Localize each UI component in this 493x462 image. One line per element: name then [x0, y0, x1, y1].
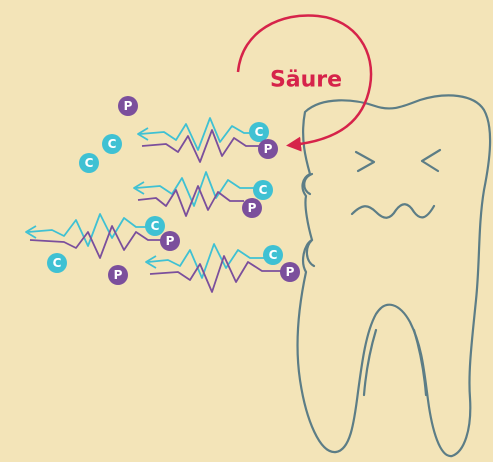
- ion-phosphate: P: [258, 139, 278, 159]
- ion-calcium: C: [47, 253, 67, 273]
- tooth: [298, 95, 491, 456]
- stream-1-phosphate-line: [142, 130, 262, 162]
- svg-text:C: C: [151, 219, 160, 233]
- svg-text:P: P: [166, 234, 175, 248]
- ion-calcium: C: [263, 245, 283, 265]
- ion-phosphate: P: [160, 231, 180, 251]
- ion-phosphate: P: [280, 262, 300, 282]
- svg-text:C: C: [108, 137, 117, 151]
- tooth-erosion-bump-2: [307, 240, 314, 266]
- svg-text:P: P: [114, 268, 123, 282]
- svg-text:C: C: [53, 256, 62, 270]
- svg-text:P: P: [286, 265, 295, 279]
- svg-text:P: P: [248, 201, 257, 215]
- tooth-inner-root-right: [414, 330, 426, 395]
- tooth-wavy-mouth: [352, 204, 434, 218]
- svg-text:C: C: [259, 183, 268, 197]
- ion-calcium: C: [79, 153, 99, 173]
- tooth-right-eye: [422, 150, 440, 171]
- ion-phosphate: P: [242, 198, 262, 218]
- tooth-left-eye: [356, 152, 374, 171]
- ion-calcium: C: [249, 122, 269, 142]
- ion-calcium: C: [253, 180, 273, 200]
- svg-text:P: P: [124, 99, 133, 113]
- svg-text:P: P: [264, 142, 273, 156]
- svg-text:C: C: [85, 156, 94, 170]
- ion-phosphate: P: [118, 96, 138, 116]
- ion-calcium: C: [145, 216, 165, 236]
- svg-text:C: C: [255, 125, 264, 139]
- ion-phosphate: P: [108, 265, 128, 285]
- tooth-outline: [298, 95, 491, 456]
- svg-text:C: C: [269, 248, 278, 262]
- ion-calcium: C: [102, 134, 122, 154]
- acid-label: Säure: [270, 68, 342, 93]
